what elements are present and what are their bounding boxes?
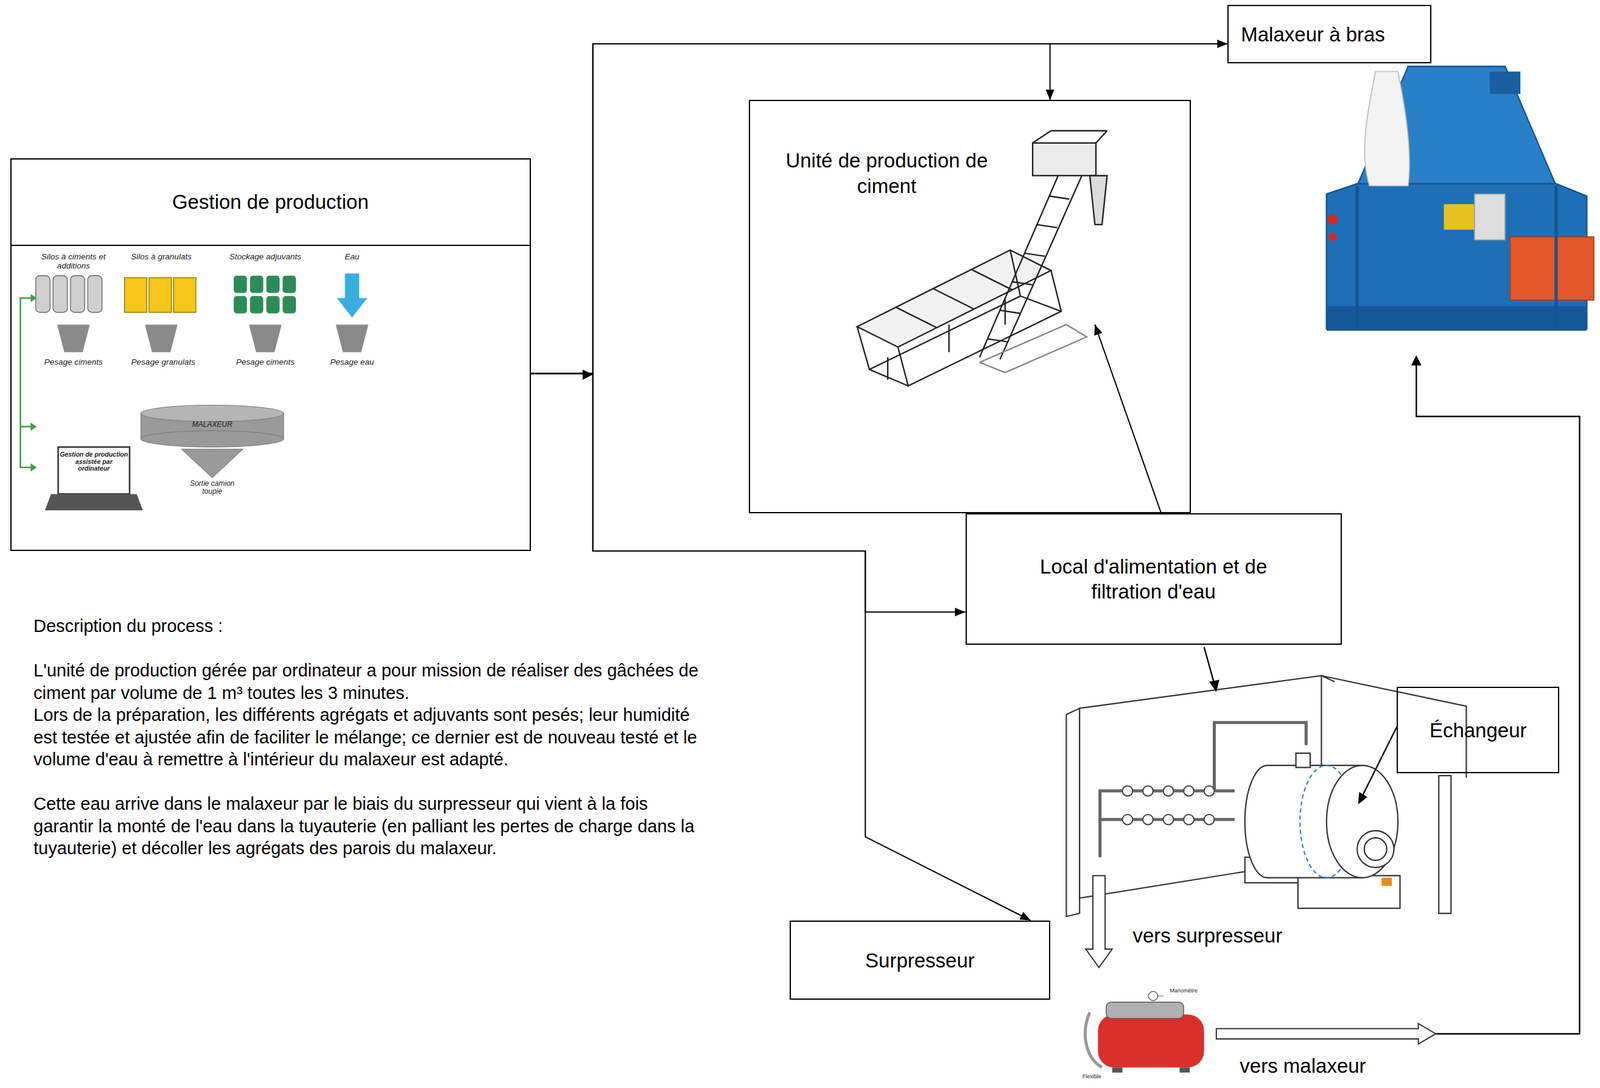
- section-heading: Description du process :: [33, 614, 701, 638]
- process-box: Local d'alimentation et de filtration d'…: [965, 513, 1342, 645]
- hollow-arrow-right: [1216, 1023, 1436, 1045]
- description-paragraph: L'unité de production gérée par ordinate…: [33, 659, 701, 704]
- icon-caption: Pesage eau: [315, 357, 390, 367]
- hollow-arrow-down: [1085, 875, 1113, 968]
- water-arrow: [336, 273, 368, 318]
- description-paragraph: Cette eau arrive dans le malaxeur par le…: [33, 792, 701, 860]
- icon-caption: Stockage adjuvants: [218, 252, 313, 262]
- icon-caption: Eau: [331, 252, 373, 262]
- junction-arrowhead: [582, 369, 593, 380]
- connector: [530, 43, 1229, 374]
- icon-caption: Silos à ciments et additions: [32, 252, 115, 271]
- flow-label: vers malaxeur: [1239, 1053, 1366, 1079]
- water-room: [1066, 675, 1467, 917]
- callout-box: Échangeur: [1396, 686, 1559, 774]
- weighing-hoppers: [57, 324, 369, 352]
- icon-caption: Sortie camion toupie: [181, 479, 243, 497]
- mixer-icon: [140, 405, 284, 478]
- node-title: Échangeur: [1429, 717, 1527, 743]
- node-title: Local d'alimentation et de filtration d'…: [1028, 554, 1279, 605]
- valves: [1122, 785, 1215, 825]
- description-block: Description du process : L'unité de produ…: [33, 614, 701, 860]
- cement-silos: [35, 275, 103, 313]
- description-paragraph: Lors de la préparation, les différents a…: [33, 703, 701, 771]
- label-box: Malaxeur à bras: [1227, 4, 1432, 64]
- icon-caption: Pesage ciments: [222, 357, 309, 367]
- panel-box: Gestion de production: [10, 158, 531, 551]
- node-title: Gestion de production: [11, 159, 530, 246]
- icon-caption: Gestion de production assistée par ordin…: [59, 451, 129, 473]
- arrowhead: [955, 607, 966, 617]
- node-title: Surpresseur: [865, 947, 975, 973]
- aggregate-silos: [124, 277, 196, 313]
- icon-caption: Silos à granulats: [118, 252, 204, 262]
- connector: [1094, 324, 1162, 514]
- icon-caption: Pesage ciments: [30, 357, 117, 367]
- connector: [530, 373, 966, 612]
- flow-label: vers surpresseur: [1132, 923, 1283, 948]
- arrowhead: [1019, 912, 1031, 921]
- arrowheads: [1209, 354, 1422, 804]
- admixture-storage: [233, 275, 296, 314]
- mixer-machine: [1326, 66, 1594, 331]
- laptop-icon: [45, 446, 144, 511]
- unit-box: Unité de production de ciment: [748, 99, 1191, 514]
- icon-caption: Manomètre: [1153, 987, 1215, 994]
- exchanger-tank: [1245, 753, 1401, 909]
- connector: [530, 43, 1051, 374]
- control-bracket: [20, 298, 32, 468]
- node-title: Malaxeur à bras: [1240, 21, 1386, 47]
- label-box: Surpresseur: [789, 920, 1050, 1001]
- booster-pump: [1084, 991, 1204, 1073]
- control-arrowheads: [30, 294, 37, 472]
- icon-caption: MALAXEUR: [166, 420, 259, 429]
- arrowhead: [1217, 39, 1228, 49]
- connector: [530, 373, 1031, 920]
- arrowhead: [1045, 89, 1055, 100]
- icon-caption: Pesage granulats: [117, 357, 210, 367]
- node-title: Unité de production de ciment: [763, 147, 1011, 199]
- arrowhead: [1094, 324, 1102, 336]
- icon-caption: Flexible: [1069, 1073, 1115, 1080]
